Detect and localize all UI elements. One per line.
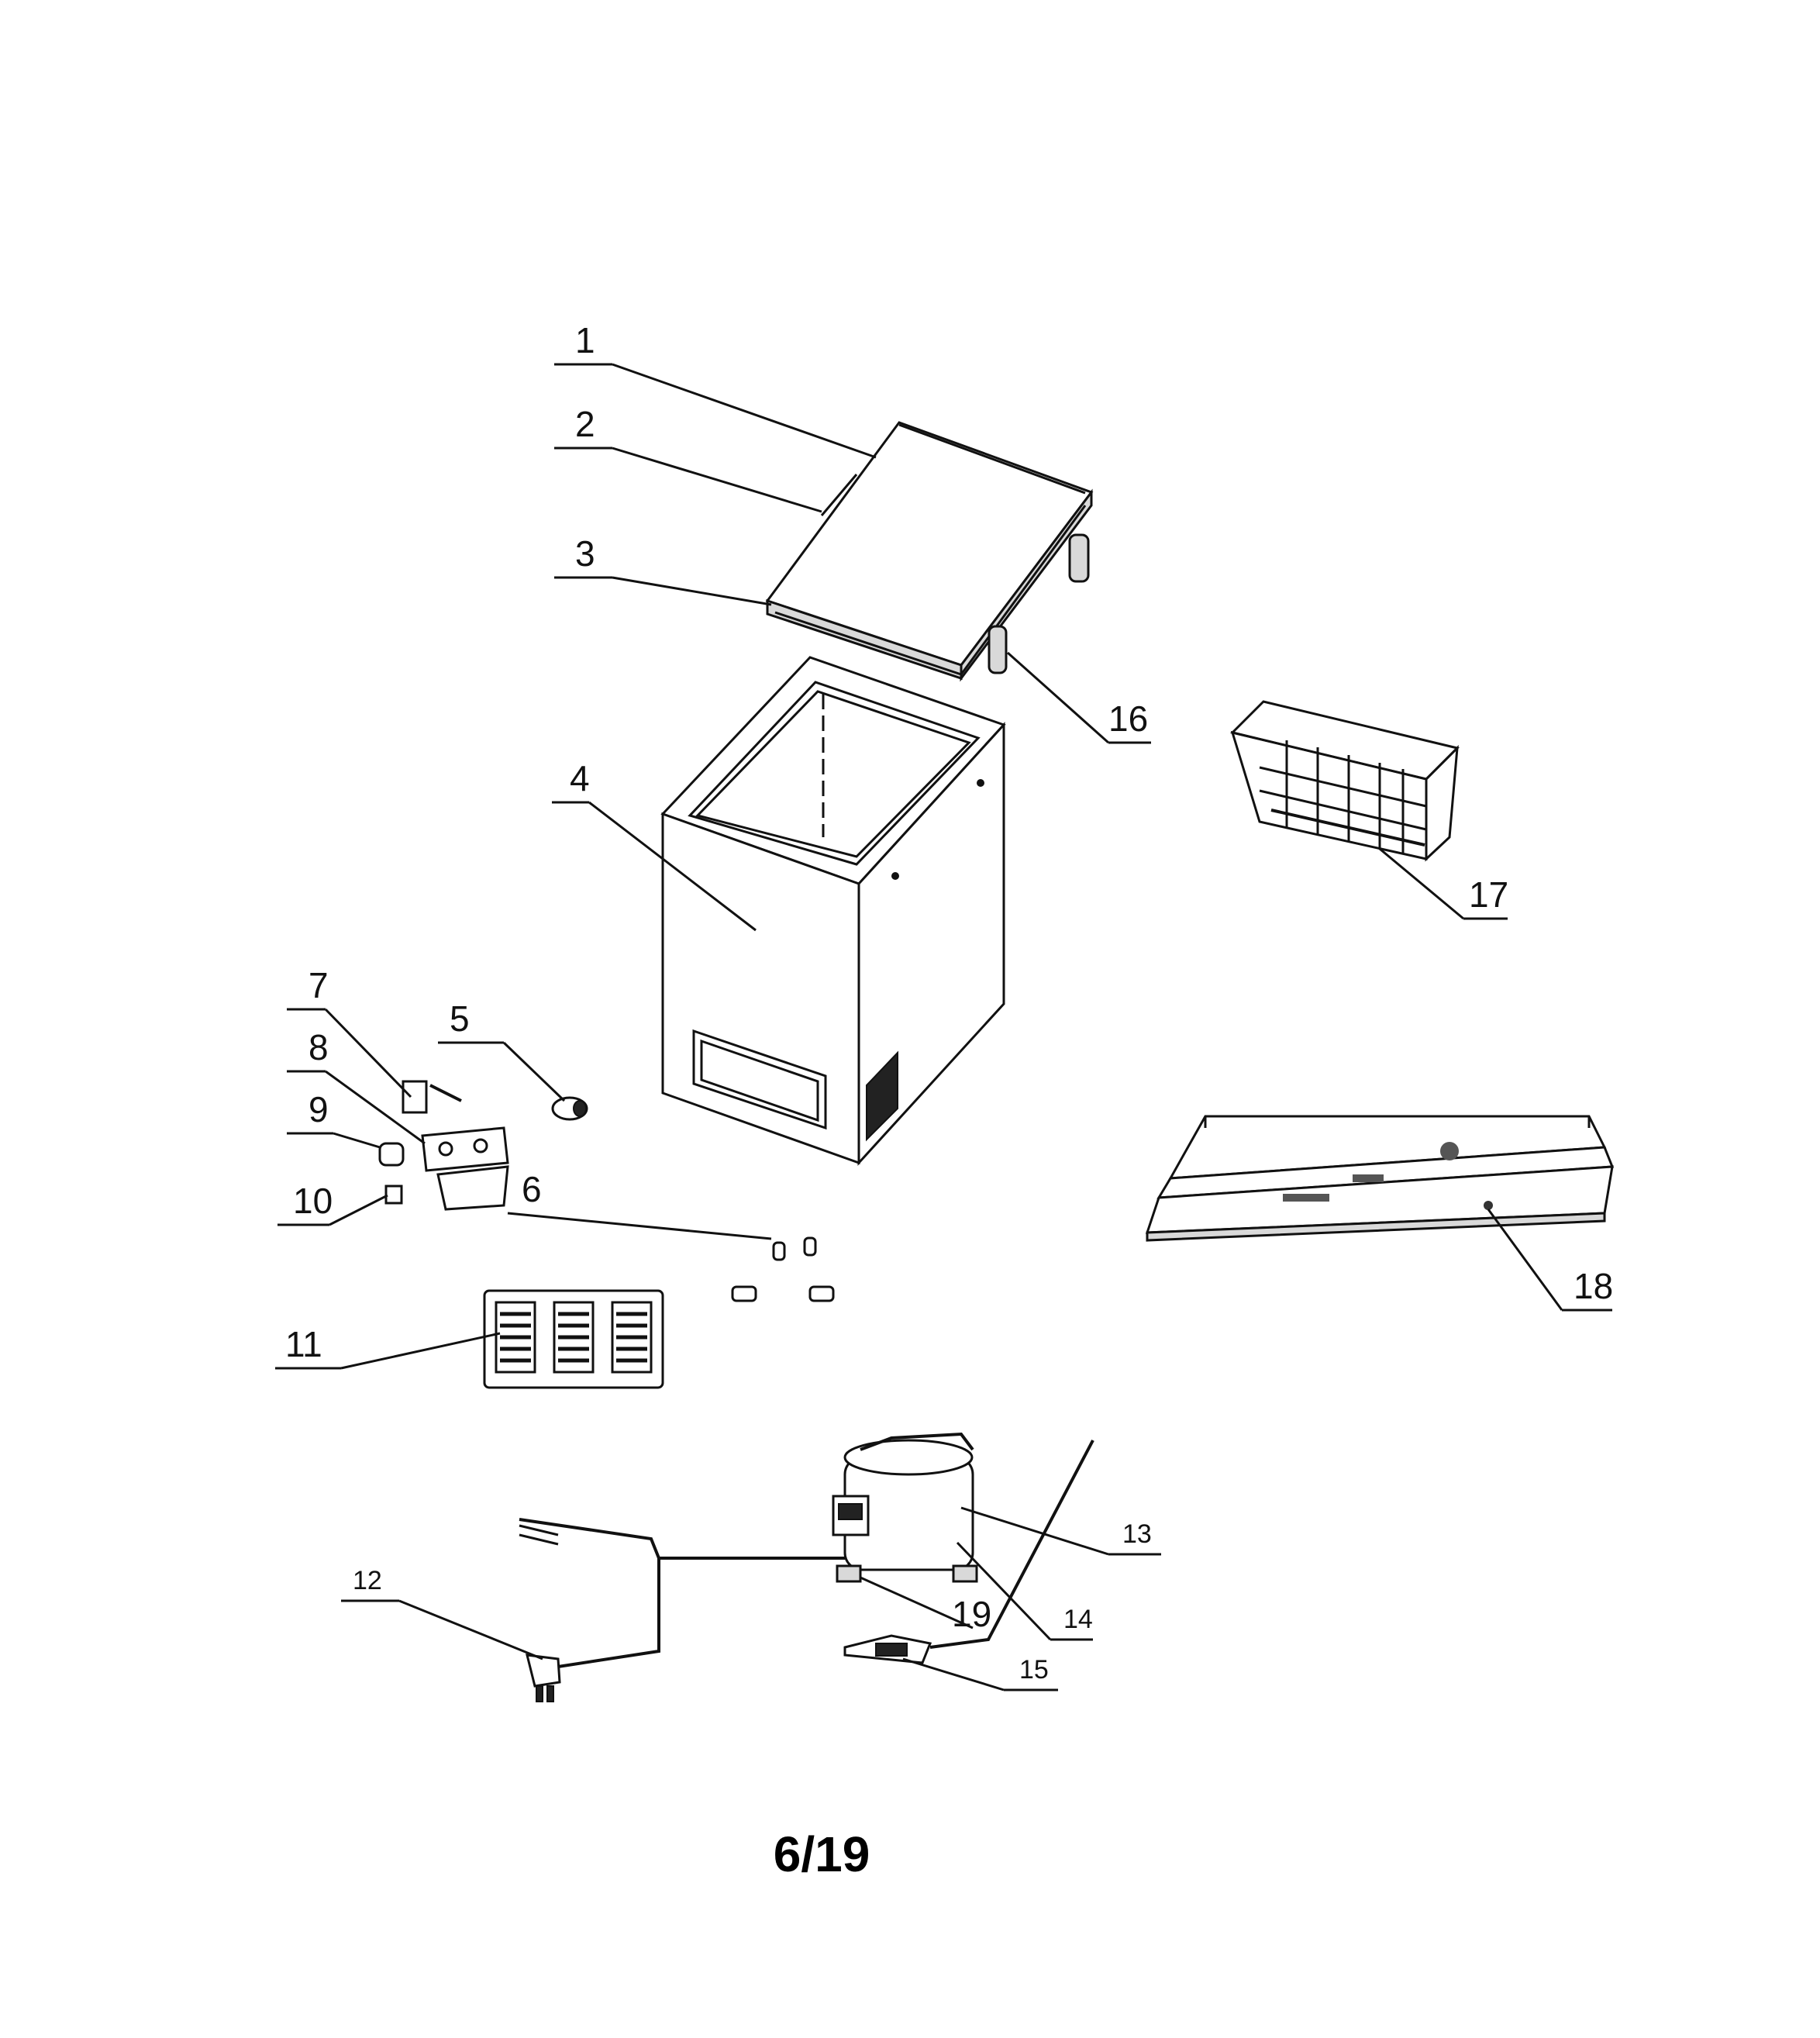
part-label-8: 8 [309, 1027, 329, 1067]
part-label-4: 4 [570, 758, 590, 798]
lid-assembly [765, 421, 1094, 682]
part-label-10: 10 [293, 1181, 333, 1221]
part-label-13: 13 [1122, 1519, 1152, 1549]
base-plate [1145, 1115, 1615, 1242]
part-label-6: 6 [522, 1169, 542, 1209]
small-parts [378, 1080, 835, 1302]
part-label-1: 1 [575, 320, 595, 360]
compressor-assembly [519, 1432, 1094, 1702]
part-label-3: 3 [575, 533, 595, 574]
part-label-14: 14 [1063, 1605, 1093, 1634]
part-label-9: 9 [309, 1089, 329, 1129]
wire-basket [1230, 700, 1460, 862]
part-label-17: 17 [1469, 874, 1508, 915]
part-label-5: 5 [450, 998, 470, 1039]
part-label-2: 2 [575, 404, 595, 444]
leader-lines [275, 363, 1612, 1691]
cabinet [660, 656, 1006, 1166]
part-label-19: 19 [952, 1594, 991, 1634]
part-label-16: 16 [1108, 698, 1148, 739]
part-label-15: 15 [1019, 1655, 1049, 1685]
part-label-7: 7 [309, 965, 329, 1005]
vent-grille [483, 1289, 664, 1389]
page-number: 6/19 [773, 1826, 870, 1882]
part-labels: 1 2 3 4 5 6 7 8 9 10 11 12 13 14 15 16 1… [285, 320, 1613, 1685]
part-label-12: 12 [353, 1566, 382, 1595]
part-label-11: 11 [285, 1324, 322, 1364]
part-label-18: 18 [1574, 1266, 1613, 1306]
